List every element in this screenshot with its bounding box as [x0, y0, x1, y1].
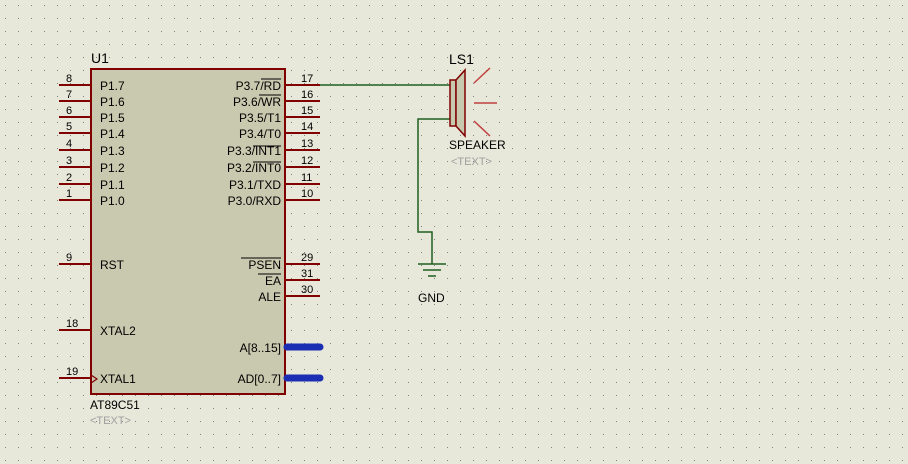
pin-number: 15 [301, 105, 313, 117]
ground-label: GND [418, 291, 445, 305]
pin-name: P3.5/T1 [239, 111, 281, 125]
speaker-ref-label: LS1 [449, 51, 474, 67]
ground-symbol[interactable]: GND [418, 263, 446, 305]
pin-number: 9 [66, 252, 72, 264]
pin-name: P1.5 [100, 111, 125, 125]
pin-name: P1.4 [100, 127, 125, 141]
pin-name: P3.4/T0 [239, 127, 281, 141]
pin-number: 17 [301, 73, 313, 85]
speaker-part-label: SPEAKER [449, 138, 506, 152]
speaker-cone [455, 68, 466, 138]
pin-number: 7 [66, 89, 72, 101]
pin-number: 10 [301, 188, 313, 200]
bus-label-a8-15: A[8..15] [240, 341, 281, 355]
pin-number: 3 [66, 155, 72, 167]
pin-name: P1.3 [100, 144, 125, 158]
pin-name: P3.2/INT0 [227, 161, 281, 175]
pin-number: 5 [66, 121, 72, 133]
pin-name: EA [265, 274, 281, 288]
pin-name: P1.7 [100, 79, 125, 93]
pin-number: 4 [66, 138, 72, 150]
pin-name: P1.0 [100, 194, 125, 208]
pin-name: P1.2 [100, 161, 125, 175]
speaker-magnet [449, 79, 457, 127]
chip-body[interactable] [90, 68, 286, 395]
pin-name: P1.6 [100, 95, 125, 109]
chip-right-pins: 17P3.7/RD16P3.6/WR15P3.5/T114P3.4/T013P3… [227, 73, 320, 304]
pin-name: P1.1 [100, 178, 125, 192]
chip-ref-label: U1 [91, 50, 109, 66]
wire-speaker-to-gnd[interactable] [417, 118, 450, 264]
clock-marker [90, 374, 99, 384]
pin-number: 31 [301, 268, 313, 280]
pin-number: 16 [301, 89, 313, 101]
pin-number: 8 [66, 73, 72, 85]
pin-name: XTAL1 [100, 372, 136, 386]
pin-number: 1 [66, 188, 72, 200]
pin-number: 11 [301, 172, 312, 184]
pin-number: 6 [66, 105, 72, 117]
speaker-placeholder-text: <TEXT> [451, 156, 492, 168]
pin-number: 13 [301, 138, 313, 150]
pin-number: 29 [301, 252, 313, 264]
bus-label-ad0-7: AD[0..7] [238, 372, 281, 386]
speaker-ls1[interactable]: LS1 SPEAKER <TEXT> [449, 51, 506, 168]
pin-name: PSEN [248, 258, 281, 272]
pin-number: 30 [301, 284, 313, 296]
pin-name: P3.7/RD [236, 79, 282, 93]
sound-wave-lower [473, 120, 491, 137]
pin-name: P3.1/TXD [229, 178, 281, 192]
pin-name: ALE [258, 290, 281, 304]
pin-number: 2 [66, 172, 72, 184]
pin-name: RST [100, 258, 125, 272]
pin-name: XTAL2 [100, 324, 136, 338]
pin-number: 18 [66, 318, 78, 330]
chip-part-label: AT89C51 [90, 398, 140, 412]
pin-name: P3.6/WR [233, 95, 281, 109]
pin-name: P3.3/INT1 [227, 144, 281, 158]
sound-wave-upper [473, 67, 491, 84]
pin-number: 19 [66, 366, 78, 378]
chip-placeholder-text: <TEXT> [90, 415, 131, 427]
pin-number: 12 [301, 155, 313, 167]
pin-number: 14 [301, 121, 313, 133]
pin-name: P3.0/RXD [228, 194, 282, 208]
